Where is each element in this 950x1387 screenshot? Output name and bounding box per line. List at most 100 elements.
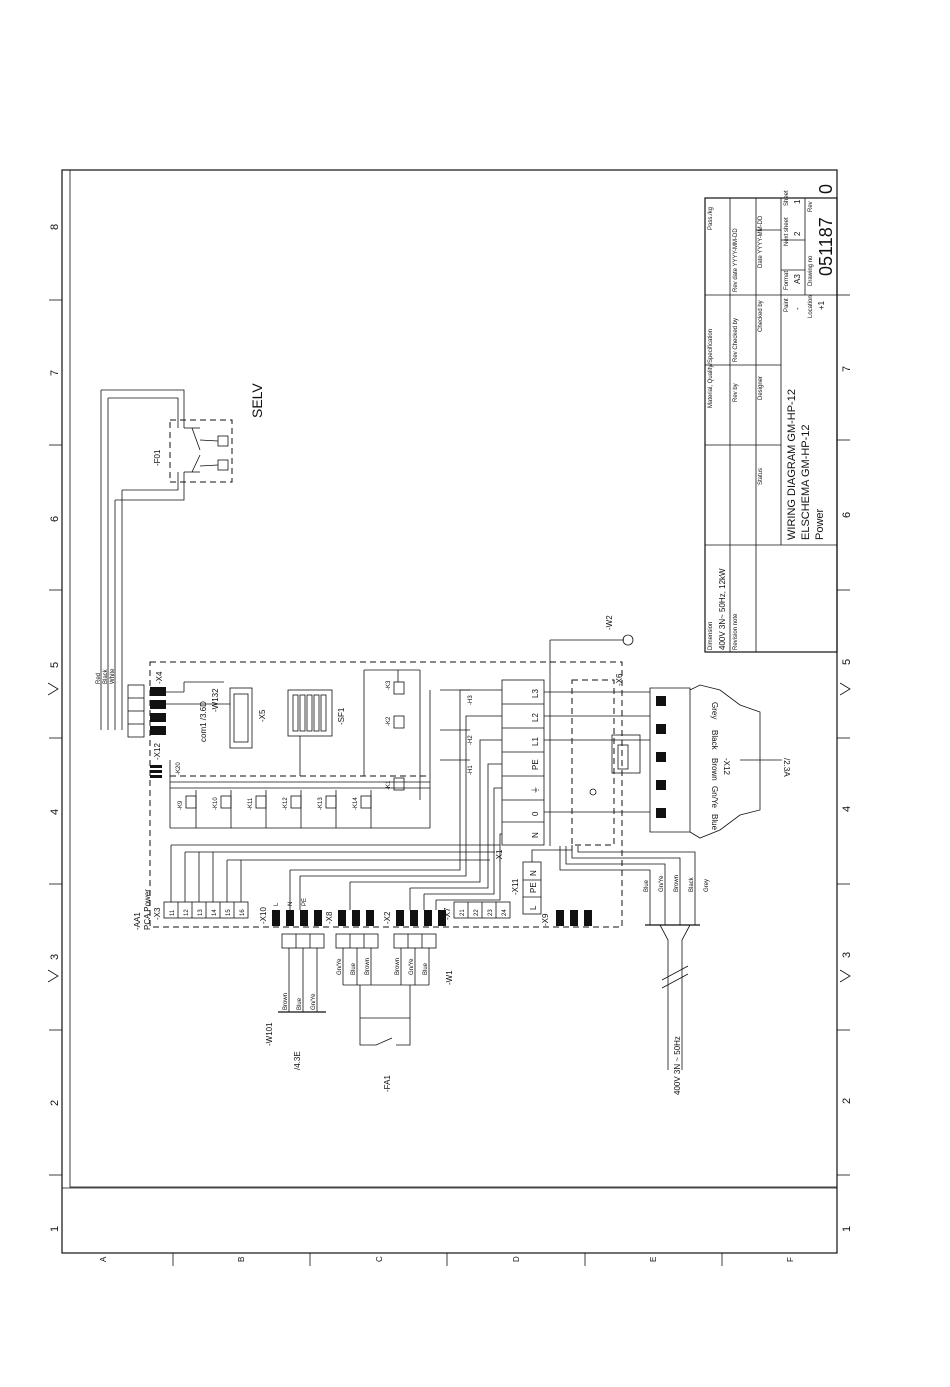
ref-2-3a: /2.3A bbox=[782, 758, 791, 777]
w132-label: -W132 bbox=[211, 688, 220, 712]
x10-n: N bbox=[288, 902, 294, 906]
cable-gnye-2: Gn/Ye bbox=[337, 958, 343, 975]
x11-terminal-block: L PE N -X11 -X9 bbox=[511, 861, 592, 926]
rev-date-label: Rev date YYYY-MM-DD bbox=[733, 228, 739, 292]
title-line-2: ELSCHEMA GM-HP-12 bbox=[800, 424, 812, 540]
k12-label: -K12 bbox=[283, 797, 289, 810]
title-line-1: WIRING DIAGRAM GM-HP-12 bbox=[786, 389, 798, 540]
x4-label: -X4 bbox=[155, 671, 164, 684]
cable-brown-4: Brown bbox=[674, 875, 680, 892]
w2-earth: -W2 bbox=[549, 615, 634, 846]
aa1-label: -AA1 bbox=[133, 912, 142, 930]
selv-label: SELV bbox=[249, 383, 265, 418]
col-label-right-7: 7 bbox=[841, 366, 853, 372]
sheet-label: Sheet bbox=[784, 190, 790, 206]
rev-label: Rev bbox=[808, 201, 814, 212]
x7-label: -X7 bbox=[443, 907, 452, 920]
wire-black-label: Black bbox=[103, 668, 109, 684]
x10-connector: -X10 L N PE bbox=[259, 898, 322, 926]
rev-by-label: Rev by bbox=[733, 383, 739, 402]
drawing-frame bbox=[61, 169, 838, 1254]
col-label-right-5: 5 bbox=[841, 659, 853, 665]
col-label-2: 2 bbox=[49, 1100, 61, 1106]
x3-term-12: 12 bbox=[184, 909, 190, 916]
cable-blue-2: Blue bbox=[351, 962, 357, 975]
col-label-right-4: 4 bbox=[841, 806, 853, 812]
checked-by-label: Checked by bbox=[758, 300, 764, 332]
material-label: Material, Quality/Specification bbox=[708, 329, 714, 408]
pcb-label: PCA Power bbox=[143, 889, 152, 930]
status-label: Status bbox=[758, 468, 764, 485]
x3-terminal-block: 11 12 13 14 15 16 -X3 -AA1 PCA Power bbox=[133, 844, 500, 930]
x1-term-0: 0 bbox=[531, 811, 540, 816]
x11-label: -X11 bbox=[511, 878, 520, 895]
w101-label: -W101 bbox=[265, 1022, 274, 1046]
k20-label: -K20 bbox=[176, 762, 182, 775]
x2-connector: -X2 bbox=[383, 910, 446, 926]
drawing-no-label: Drawing no bbox=[808, 255, 814, 286]
flow-arrow-right-5 bbox=[839, 682, 851, 696]
col-label-6: 6 bbox=[49, 516, 61, 522]
x10-label: -X10 bbox=[259, 907, 268, 924]
rev-value: 0 bbox=[816, 184, 836, 194]
flow-arrow-right-3 bbox=[839, 969, 851, 983]
title-line-3: Power bbox=[814, 508, 826, 540]
x7-term-24: 24 bbox=[502, 909, 508, 916]
revision-note-label: Revision note bbox=[733, 613, 739, 650]
cable-gnye-3: Gn/Ye bbox=[409, 958, 415, 975]
x11-pe: PE bbox=[529, 882, 538, 893]
sf1-dip-switch: -SF1 bbox=[287, 689, 346, 737]
x3-label: -X3 bbox=[153, 907, 162, 920]
com1-label: com1 /3.6D bbox=[199, 701, 208, 742]
sf1-label: -SF1 bbox=[337, 707, 346, 725]
x8-label: -X8 bbox=[325, 911, 334, 924]
ref-4-3e: /4.3E bbox=[293, 1051, 302, 1070]
x7-term-22: 22 bbox=[474, 909, 480, 916]
pcb-internal-wiring bbox=[166, 669, 431, 829]
format-label: Format bbox=[784, 271, 790, 290]
x12-heater-label: -X12 bbox=[722, 758, 731, 775]
wire-white-label: White bbox=[110, 668, 116, 684]
h1-label: -H1 bbox=[468, 765, 474, 775]
w2-label: -W2 bbox=[605, 615, 614, 630]
cable-blue-4: Blue bbox=[644, 879, 650, 892]
pass-label: Pass./kg bbox=[708, 207, 714, 230]
location-value: +1 bbox=[817, 300, 826, 310]
heater-black: Black bbox=[710, 730, 719, 751]
sheet-value: 1 bbox=[793, 199, 802, 204]
row-label-b: B bbox=[237, 1257, 246, 1262]
heater-brown: Brown bbox=[710, 758, 719, 781]
next-sheet-label: Next sheet bbox=[784, 217, 790, 246]
row-label-f: F bbox=[786, 1257, 795, 1262]
x6-label: -X6 bbox=[615, 673, 624, 686]
x7-term-21: 21 bbox=[460, 909, 466, 916]
cable-brown-2: Brown bbox=[365, 958, 371, 975]
designer-label: Designer bbox=[758, 376, 764, 400]
k1-label: -K1 bbox=[386, 780, 392, 790]
title-block: Pass./kg Material, Quality/Specification… bbox=[704, 184, 838, 653]
col-label-right-1: 1 bbox=[841, 1226, 853, 1232]
x3-term-15: 15 bbox=[226, 909, 232, 916]
k11-label: -K11 bbox=[248, 797, 254, 810]
col-label-right-6: 6 bbox=[841, 512, 853, 518]
x1-term-n: N bbox=[531, 832, 540, 838]
wire-red-label: Red bbox=[96, 673, 102, 684]
x10-l: L bbox=[274, 902, 280, 906]
col-label-1: 1 bbox=[49, 1226, 61, 1232]
row-label-d: D bbox=[512, 1256, 521, 1262]
flow-arrow-5 bbox=[47, 682, 59, 696]
lower-cables: Brown Blue Gn/Ye -W101 /4.3E Gn/Ye Blue … bbox=[265, 933, 454, 1092]
pcb-enclosure bbox=[149, 661, 623, 928]
x1-term-ground: ⏚ bbox=[531, 786, 540, 794]
x3-term-16: 16 bbox=[240, 909, 246, 916]
x1-term-pe: PE bbox=[531, 759, 540, 770]
h2-label: -H2 bbox=[468, 735, 474, 745]
x3-term-11: 11 bbox=[170, 909, 176, 916]
cable-blue-3: Blue bbox=[423, 962, 429, 975]
relay-bank-low: -K9 -K10 -K11 -K12 -K13 -K14 -K20 bbox=[176, 762, 372, 828]
col-label-7: 7 bbox=[49, 370, 61, 376]
cable-brown-1: Brown bbox=[283, 993, 289, 1010]
date-label: Date YYYY-MM-DD bbox=[758, 215, 764, 268]
format-value: A3 bbox=[793, 274, 802, 284]
